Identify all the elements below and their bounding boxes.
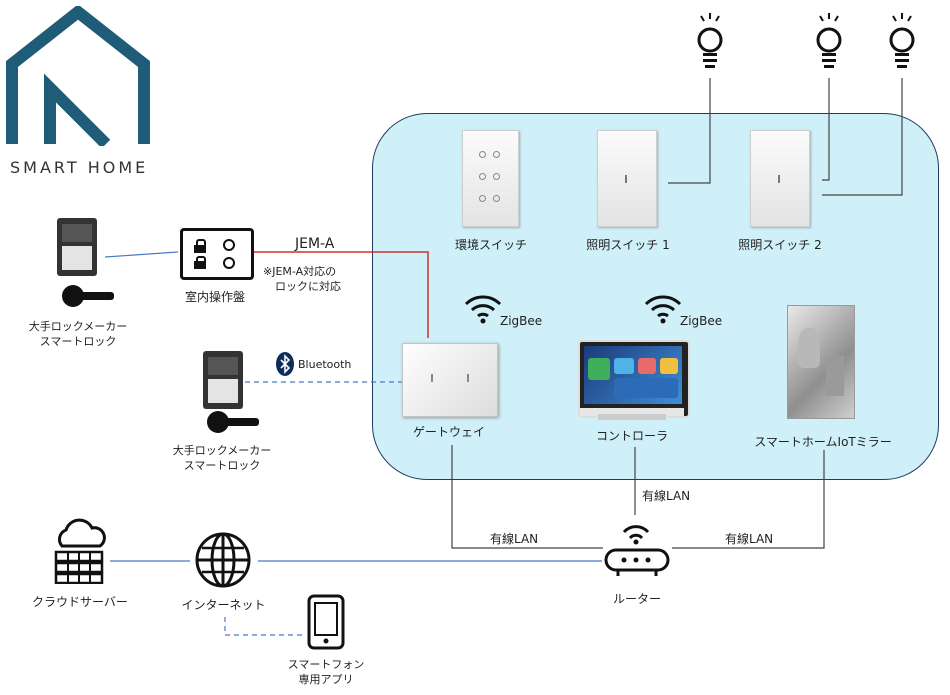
mirror-label: スマートホームIoTミラー: [754, 435, 892, 449]
internet-phone-line: [224, 617, 305, 636]
cloud-server-label: クラウドサーバー: [32, 595, 128, 609]
smartphone-label-2: 専用アプリ: [298, 673, 354, 686]
light-bulb-icon: [889, 13, 915, 68]
light-bulb-icon: [816, 13, 842, 68]
smart-lock-icon: [57, 218, 97, 276]
lock-panel-line: [104, 251, 179, 258]
smartphone-icon: [307, 594, 345, 650]
controller-device: [578, 340, 690, 418]
bulb2-wire: [822, 78, 830, 181]
wired-lan-label-mirror: 有線LAN: [725, 532, 774, 546]
smart-lock-icon: [203, 351, 243, 409]
jem-note-1: ※JEM-A対応の: [263, 265, 337, 278]
lock-mid-label-1: 大手ロックメーカー: [172, 444, 272, 457]
light-bulb-icon: [697, 13, 723, 68]
wired-lan-label-controller: 有線LAN: [642, 489, 691, 503]
lock-handle-icon: [62, 285, 114, 307]
light-switch-1-label: 照明スイッチ 1: [586, 238, 670, 252]
bulb3-wire: [822, 78, 903, 196]
zigbee-label-2: ZigBee: [680, 314, 723, 328]
lock-top-label-1: 大手ロックメーカー: [28, 320, 128, 333]
lock-handle-icon: [207, 411, 259, 433]
light-switch-2-device: [750, 130, 810, 227]
indoor-panel-label: 室内操作盤: [184, 290, 245, 304]
house-logo-icon: [6, 6, 150, 146]
gateway-router-line: [451, 445, 603, 549]
jem-a-label: JEM-A: [295, 236, 335, 252]
wifi-icon: [464, 295, 502, 324]
control-panel-icon: [180, 228, 254, 280]
lock-top-label-2: スマートロック: [39, 335, 117, 348]
brand-name: SMART HOME: [10, 158, 149, 177]
smartphone-label-1: スマートフォン: [287, 658, 365, 671]
cloud-server-icon: [54, 518, 106, 584]
internet-label: インターネット: [181, 598, 266, 612]
env-switch-device: [462, 130, 519, 227]
light-switch-2-label: 照明スイッチ 2: [738, 238, 822, 252]
wired-lan-label-gateway: 有線LAN: [490, 532, 539, 546]
mirror-device: [787, 305, 855, 419]
gateway-device: [402, 343, 498, 417]
router-label: ルーター: [612, 592, 661, 606]
mirror-router-line: [672, 450, 825, 549]
controller-stand: [598, 414, 666, 420]
lock-mid-label-2: スマートロック: [183, 459, 261, 472]
bluetooth-label: Bluetooth: [298, 358, 352, 371]
light-switch-1-device: [597, 130, 657, 227]
bulb1-wire: [668, 78, 711, 184]
controller-label: コントローラ: [595, 429, 668, 443]
jem-note-2: ロックに対応: [275, 280, 341, 293]
zigbee-label-1: ZigBee: [500, 314, 543, 328]
router-icon: [604, 525, 670, 576]
bluetooth-icon: [276, 352, 294, 376]
globe-icon: [195, 532, 251, 588]
jem-a-line: [254, 251, 429, 338]
gateway-label: ゲートウェイ: [412, 425, 485, 439]
wifi-icon: [644, 295, 682, 324]
env-switch-label: 環境スイッチ: [454, 238, 527, 252]
